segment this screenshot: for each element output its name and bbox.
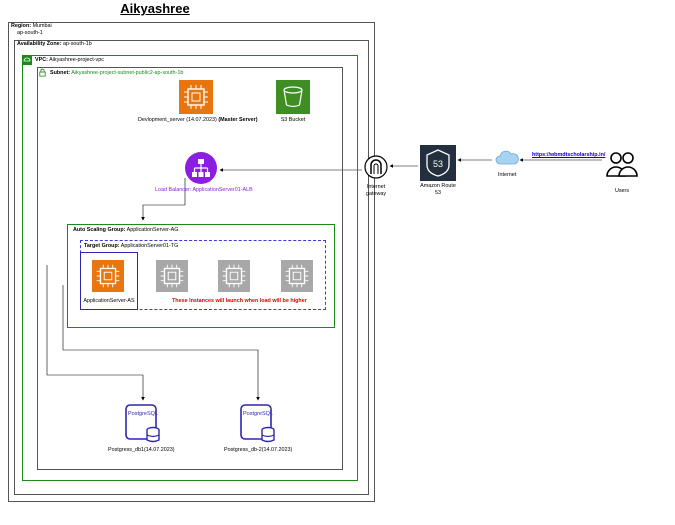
asg-name: ApplicationServer-AG bbox=[126, 227, 179, 233]
db2-badge: PostgreSQL bbox=[243, 411, 273, 417]
internet-cloud-icon bbox=[495, 150, 519, 165]
db1-badge: PostgreSQL bbox=[128, 411, 158, 417]
availability-zone-box bbox=[14, 40, 369, 495]
tg-key: Target Group: bbox=[84, 243, 120, 249]
dev-server-label: Devlopment_server (14.07.2023) (Master S… bbox=[138, 117, 258, 124]
route53-label: Amazon Route 53 bbox=[420, 183, 456, 196]
app-server-label: ApplicationServer-AS bbox=[83, 298, 135, 304]
users-label: Users bbox=[614, 188, 630, 194]
tg-name: ApplicationServer01-TG bbox=[120, 243, 179, 249]
postgres-db1-icon: PostgreSQL bbox=[125, 404, 161, 444]
subnet-lock-icon bbox=[39, 68, 46, 77]
region-box bbox=[8, 22, 375, 502]
region-code: ap-south-1 bbox=[17, 30, 43, 36]
subnet-key: Subnet: bbox=[50, 70, 71, 76]
load-balancer-label: Load Balancer: ApplicationServer01-ALB bbox=[155, 187, 253, 193]
users-icon bbox=[606, 152, 638, 177]
az-key: Availability Zone: bbox=[17, 41, 62, 47]
postgres-db2-icon: PostgreSQL bbox=[240, 404, 276, 444]
asg-to-db1-line bbox=[46, 265, 145, 401]
region-label: Region: Mumbai bbox=[11, 23, 52, 30]
az-name: ap-south-1b bbox=[62, 41, 92, 47]
vpc-label: VPC: Aikyashree-project-vpc bbox=[35, 57, 104, 64]
route53-badge: 53 bbox=[433, 159, 443, 169]
db2-label: Postgress_db-2(14.07.2023) bbox=[224, 447, 293, 453]
vpc-key: VPC: bbox=[35, 57, 48, 63]
subnet-name: Aikyashree-project-subnet-public2-ap-sou… bbox=[71, 70, 184, 76]
s3-bucket-label: S3 Bucket bbox=[280, 117, 306, 123]
ec2-app-server-icon bbox=[92, 260, 124, 292]
vpc-box bbox=[22, 55, 358, 481]
app-server-box bbox=[80, 252, 138, 310]
vpc-name: Aikyashree-project-vpc bbox=[49, 57, 104, 63]
region-name: Mumbai bbox=[32, 23, 52, 29]
vpc-icon bbox=[22, 55, 32, 65]
internet-gateway-icon bbox=[364, 155, 388, 179]
db1-label: Postgress_db1(14.07.2023) bbox=[108, 447, 175, 453]
lb-to-asg-line bbox=[141, 178, 186, 221]
region-key: Region: bbox=[11, 23, 32, 29]
tg-to-db1-line bbox=[62, 285, 260, 401]
target-group-label: Target Group: ApplicationServer01-TG bbox=[84, 243, 178, 250]
internet-label: Internet bbox=[498, 172, 517, 178]
subnet-label: Subnet: Aikyashree-project-subnet-public… bbox=[50, 70, 183, 77]
ec2-dev-server-icon bbox=[179, 80, 213, 114]
ghost-instance-3-icon bbox=[281, 260, 313, 292]
page-title: Aikyashree bbox=[120, 1, 190, 16]
ghost-instance-2-icon bbox=[218, 260, 250, 292]
scaling-note: These Instances will launch when load wi… bbox=[172, 298, 307, 304]
auto-scaling-group-box bbox=[67, 224, 335, 328]
website-link[interactable]: https://wbmdtscholarship.in/ bbox=[532, 152, 606, 158]
load-balancer-icon bbox=[185, 152, 217, 184]
ghost-instance-1-icon bbox=[156, 260, 188, 292]
asg-label: Auto Scaling Group: ApplicationServer-AG bbox=[73, 227, 178, 234]
availability-zone-label: Availability Zone: ap-south-1b bbox=[17, 41, 92, 48]
subnet-box bbox=[37, 67, 343, 470]
asg-key: Auto Scaling Group: bbox=[73, 227, 126, 233]
s3-bucket-icon bbox=[276, 80, 310, 114]
route53-icon: 53 bbox=[420, 145, 456, 181]
dev-server-role: (Master Server) bbox=[218, 117, 258, 123]
dev-server-name: Devlopment_server (14.07.2023) bbox=[138, 117, 217, 123]
internet-gateway-label: Internet gateway bbox=[365, 184, 387, 197]
